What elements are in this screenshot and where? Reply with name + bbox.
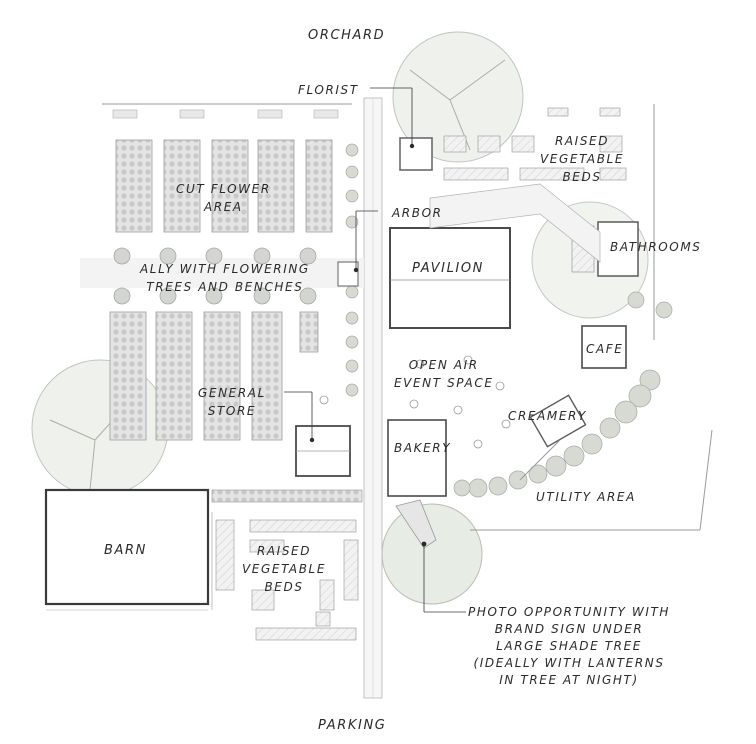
label-line: Raised — [554, 134, 610, 148]
raised-beds-bottom — [215, 519, 359, 641]
creamery-shrubs — [453, 291, 673, 498]
utility-boundary — [470, 429, 713, 531]
label-line: Photo opportunity with — [468, 605, 671, 619]
label-ally: Ally with flowering trees and benches — [140, 260, 310, 296]
label-bathrooms: Bathrooms — [610, 240, 702, 254]
label-line: large shade tree — [496, 639, 642, 654]
label-cafe: Cafe — [586, 342, 624, 356]
photo-shade-tree — [381, 503, 483, 605]
top-planters — [112, 109, 339, 119]
label-florist: Florist — [298, 83, 359, 97]
label-line: (ideally with lanterns — [473, 656, 665, 671]
ally-path — [80, 258, 364, 288]
label-pavilion: Pavilion — [412, 261, 484, 276]
florist-building — [399, 137, 433, 171]
event-tables — [319, 355, 511, 461]
label-line: brand sign under — [494, 622, 644, 637]
label-line: Cut Flower — [176, 182, 271, 196]
label-line: trees and benches — [146, 280, 304, 294]
barn-building — [44, 488, 210, 606]
lower-flower-beds — [109, 311, 319, 441]
diagonal-path — [429, 183, 601, 263]
ally-trees — [113, 247, 317, 305]
label-arbor: Arbor — [392, 206, 443, 220]
label-cut-flower: Cut Flower area — [176, 180, 271, 216]
photo-op-path — [395, 499, 437, 549]
label-line: vegetable — [540, 152, 625, 166]
label-line: beds — [562, 170, 602, 184]
pavilion-building — [389, 227, 511, 329]
label-line: General — [198, 386, 266, 400]
raised-beds-top — [443, 107, 627, 181]
label-photo-op: Photo opportunity with brand sign under … — [468, 604, 670, 689]
arbor — [337, 261, 359, 287]
cut-flower-beds — [115, 139, 333, 233]
label-raised-beds-top: Raised vegetable beds — [540, 132, 624, 186]
label-general-store: General Store — [198, 384, 266, 420]
cafe-building — [581, 325, 627, 369]
barn-shade-tree — [31, 359, 169, 497]
hedge-strip — [211, 489, 363, 503]
orchard-tree — [392, 31, 524, 163]
label-line: Raised — [256, 544, 312, 558]
bakery-building — [387, 419, 447, 497]
label-orchard: Orchard — [308, 28, 386, 43]
creamery-building — [529, 394, 587, 448]
label-utility: Utility area — [536, 490, 636, 504]
label-line: beds — [264, 580, 304, 594]
label-line: in tree at night) — [499, 673, 639, 688]
label-creamery: Creamery — [508, 409, 587, 423]
label-raised-beds-bottom: Raised Vegetable beds — [242, 542, 326, 596]
label-line: Vegetable — [242, 562, 327, 576]
label-open-air: Open air event space — [394, 356, 494, 392]
label-line: Ally with flowering — [140, 262, 310, 276]
label-line: Open air — [408, 358, 479, 372]
label-bakery: Bakery — [394, 441, 452, 455]
label-parking: Parking — [318, 718, 387, 733]
label-barn: Barn — [104, 543, 147, 558]
walkway-shrubs — [345, 143, 359, 397]
label-line: event space — [394, 376, 494, 390]
label-line: Store — [207, 404, 257, 418]
label-line: area — [204, 200, 243, 214]
